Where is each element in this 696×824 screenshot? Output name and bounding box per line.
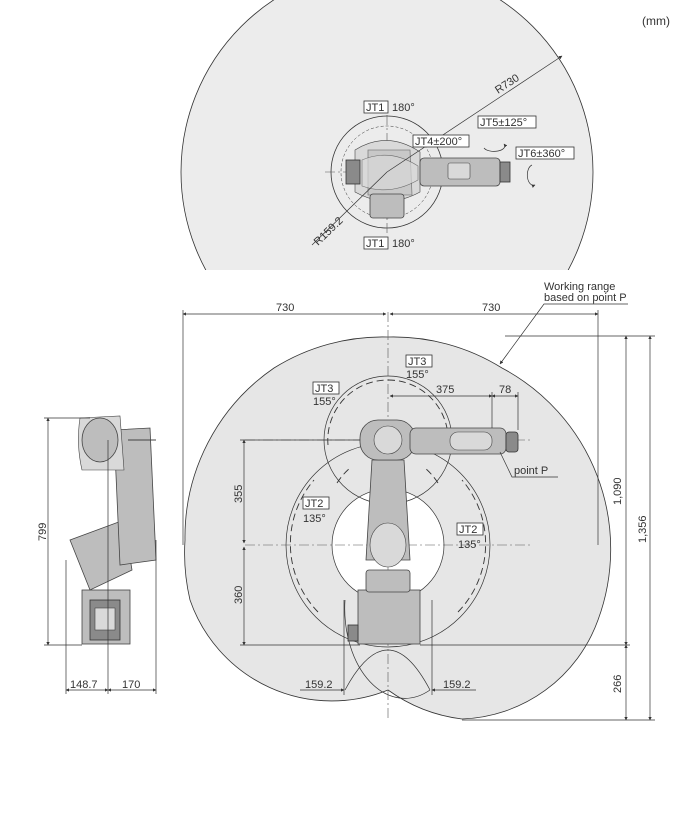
dim-1356: 1,356	[637, 515, 649, 543]
working-range-label-line2: based on point P	[544, 292, 627, 304]
jt6-rotation-arrow-icon	[527, 164, 536, 188]
dim-159-right: 159.2	[443, 679, 471, 691]
dim-78: 78	[499, 384, 511, 396]
jt3-top-value: 155°	[406, 369, 429, 381]
unit-label: (mm)	[642, 14, 670, 28]
dim-148: 148.7	[70, 679, 98, 691]
dim-159-left: 159.2	[305, 679, 333, 691]
jt4-tag: JT4±200°	[415, 136, 462, 148]
jt1-top-tag: JT1	[366, 102, 384, 114]
jt1-bottom-value: 180°	[392, 238, 415, 250]
dim-730-left: 730	[276, 302, 294, 314]
dim-1090: 1,090	[612, 477, 624, 505]
front-view: 730 730 Working range based on point P J…	[182, 281, 655, 721]
jt5-rotation-arrow-icon	[483, 143, 508, 152]
dim-266: 266	[612, 675, 624, 693]
dim-170: 170	[122, 679, 140, 691]
working-range-label-line1: Working range	[544, 281, 615, 293]
jt3-left-value: 155°	[313, 396, 336, 408]
dim-799: 799	[37, 523, 49, 541]
jt2-left-tag: JT2	[305, 498, 323, 510]
jt6-tag: JT6±360°	[518, 148, 565, 160]
robot-side-view	[69, 415, 157, 645]
jt1-top-value: 180°	[392, 102, 415, 114]
dim-730-right: 730	[482, 302, 500, 314]
dim-360: 360	[233, 586, 245, 604]
dim-375: 375	[436, 384, 454, 396]
jt5-tag: JT5±125°	[480, 117, 527, 129]
dim-355: 355	[233, 485, 245, 503]
jt1-bottom-tag: JT1	[366, 238, 384, 250]
top-view: R730 R159.2 JT1 180° JT1 180° JT4±200° J…	[0, 0, 696, 271]
robot-front-view	[347, 419, 519, 645]
jt2-right-value: 135°	[458, 539, 481, 551]
jt2-right-tag: JT2	[459, 524, 477, 536]
jt2-left-value: 135°	[303, 513, 326, 525]
robot-top-view	[345, 140, 511, 219]
jt3-top-tag: JT3	[408, 356, 426, 368]
jt3-left-tag: JT3	[315, 383, 333, 395]
side-view: 799 148.7 170	[37, 415, 157, 694]
point-p-label: point P	[514, 465, 548, 477]
